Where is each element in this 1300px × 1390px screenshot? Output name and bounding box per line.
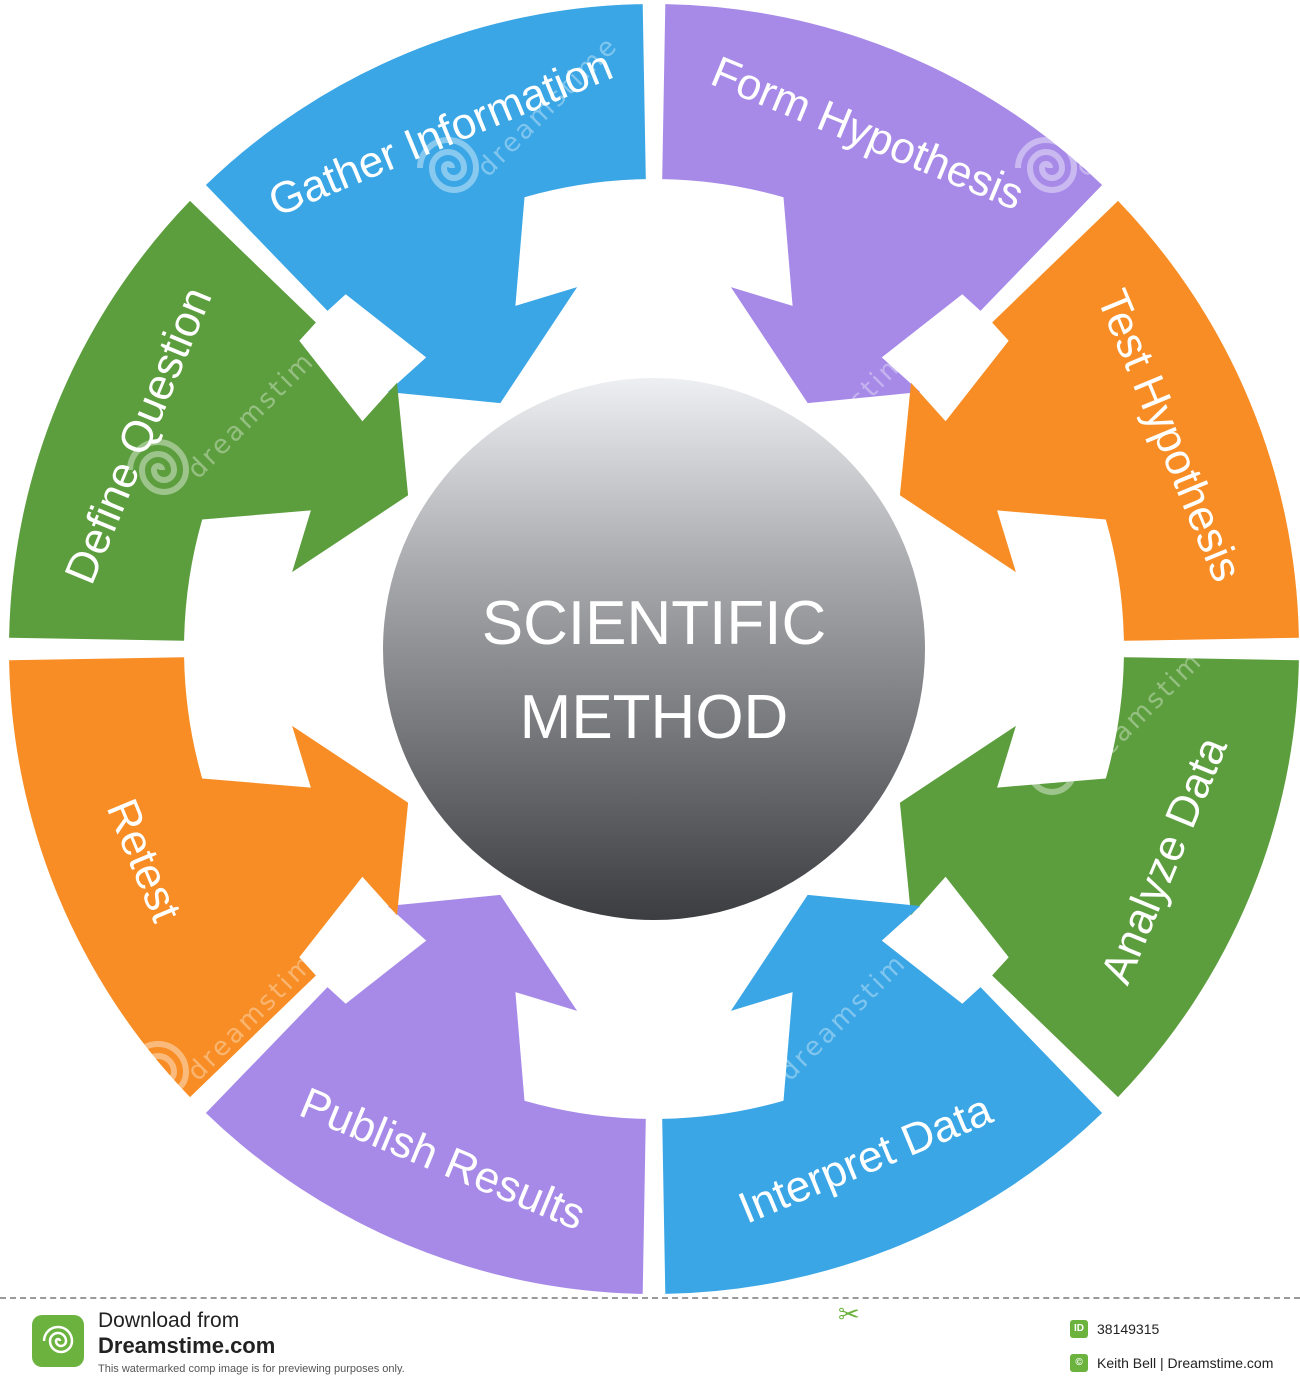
segment-arrow-form-hypothesis <box>662 4 1103 404</box>
segment-arrow-publish-results <box>205 894 646 1294</box>
spiral-icon <box>1015 739 1078 795</box>
image-id: 38149315 <box>1097 1321 1160 1337</box>
center-circle <box>383 378 925 920</box>
segment-arrow-test-hypothesis <box>899 200 1299 641</box>
segment-arrow-gather-information <box>205 4 646 404</box>
segment-arrow-define-question <box>9 200 409 641</box>
dashed-divider <box>0 1297 1300 1299</box>
copyright-badge: © <box>1070 1354 1088 1372</box>
segment-arrow-interpret-data <box>662 894 1103 1294</box>
spiral-icon <box>1015 137 1078 193</box>
dreamstime-logo-icon <box>32 1315 84 1367</box>
spiral-icon <box>417 137 480 193</box>
center-title-line1: SCIENTIFIC <box>482 589 826 658</box>
spiral-icon <box>127 1041 190 1097</box>
segments-layer <box>9 4 1299 1294</box>
preview-note: This watermarked comp image is for previ… <box>98 1363 405 1375</box>
segment-arrow-analyze-data <box>899 657 1299 1098</box>
watermark-footer: Download from Dreamstime.com This waterm… <box>0 1297 1300 1390</box>
center-title-line2: METHOD <box>520 683 789 752</box>
segment-arrow-retest <box>9 657 409 1098</box>
scissors-icon: ✂ <box>838 1299 860 1329</box>
download-from-text: Download from <box>98 1309 240 1332</box>
author-credit: Keith Bell | Dreamstime.com <box>1097 1355 1274 1371</box>
spiral-icon <box>127 439 190 495</box>
watermark-text: dreamstime <box>1070 30 1223 183</box>
id-badge: ID <box>1070 1320 1088 1338</box>
dreamstime-link[interactable]: Dreamstime.com <box>98 1333 276 1358</box>
spiral-icon <box>719 1041 782 1097</box>
